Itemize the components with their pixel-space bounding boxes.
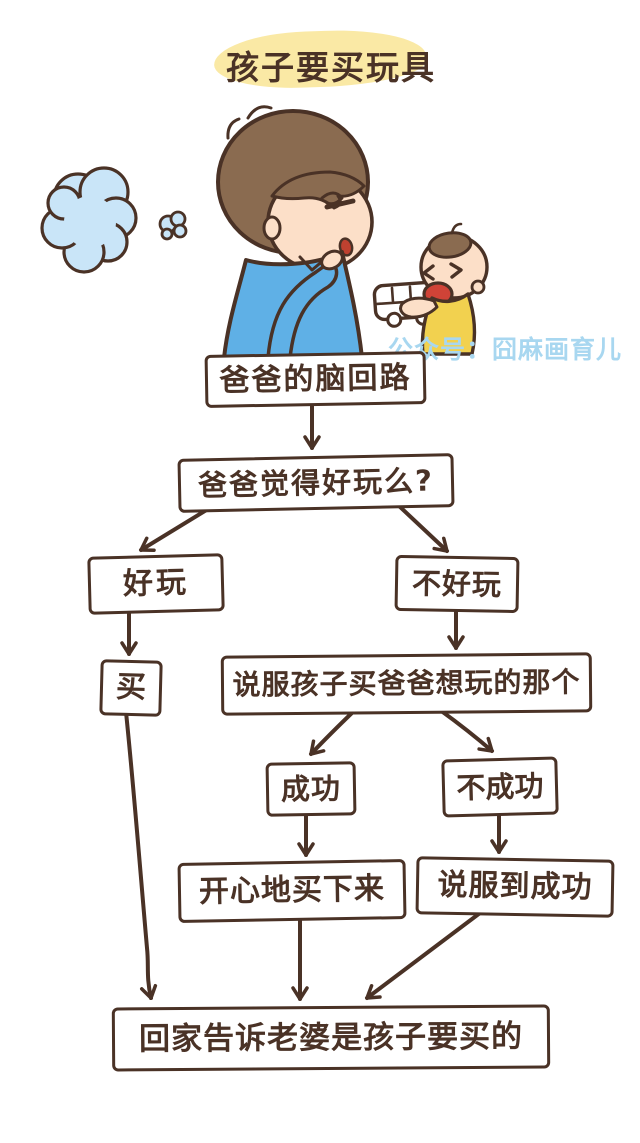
dad-eye bbox=[324, 198, 356, 210]
dad-hand bbox=[320, 249, 344, 271]
dad-hair-tuft bbox=[226, 105, 273, 140]
flow-node-not-success: 不成功 bbox=[441, 756, 559, 818]
flow-node-final: 回家告诉老婆是孩子要买的 bbox=[111, 1004, 551, 1072]
watermark-text: 公众号：囧麻画育儿 bbox=[388, 335, 623, 364]
baby-hair-strand bbox=[450, 222, 463, 235]
page-title: 孩子要买玩具 bbox=[213, 27, 458, 91]
baby-eyes bbox=[422, 262, 463, 281]
dad-ear bbox=[262, 215, 282, 241]
flow-node-happy-buy: 开心地买下来 bbox=[177, 859, 407, 923]
arrow-persuade-success bbox=[309, 708, 357, 756]
flow-node-question: 爸爸觉得好玩么? bbox=[177, 453, 455, 513]
flow-node-persuade-until-success: 说服到成功 bbox=[415, 856, 615, 918]
baby-ear bbox=[470, 279, 486, 295]
flow-node-fun: 好玩 bbox=[87, 553, 225, 615]
arrow-question-fun bbox=[139, 504, 215, 552]
flow-arrows bbox=[120, 400, 508, 1001]
arrow-persuade-not-success bbox=[438, 708, 494, 753]
arrow-until-final bbox=[365, 911, 482, 1000]
arrow-buy-final bbox=[124, 710, 158, 1000]
flow-node-buy: 买 bbox=[99, 659, 163, 717]
arrow-question-not-fun bbox=[396, 503, 449, 553]
dad-arm bbox=[266, 260, 339, 360]
flow-node-brain: 爸爸的脑回路 bbox=[204, 351, 427, 408]
baby-illustration bbox=[399, 222, 489, 356]
baby-arm bbox=[399, 296, 439, 319]
flow-node-not-fun: 不好玩 bbox=[394, 554, 520, 614]
thought-cloud-puff bbox=[158, 210, 188, 241]
dad-illustration bbox=[216, 105, 374, 360]
baby-hair bbox=[427, 231, 473, 259]
flow-node-success: 成功 bbox=[265, 761, 357, 817]
title-text: 孩子要买玩具 bbox=[226, 48, 436, 87]
flow-node-persuade: 说服孩子买爸爸想玩的那个 bbox=[220, 652, 593, 716]
thought-cloud bbox=[40, 166, 138, 274]
